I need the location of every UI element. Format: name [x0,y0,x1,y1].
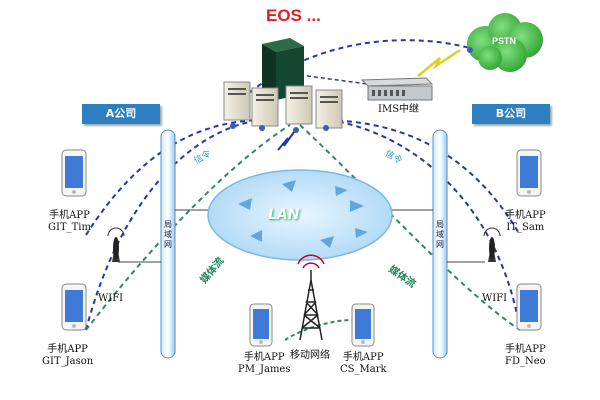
ims-rack [360,77,434,101]
phone-label-line2: GIT_Jason [42,356,94,367]
lan-cloud [207,169,393,261]
phone-label-line2: FD_Neo [505,356,546,367]
media-flow-right [299,124,521,331]
pstn-cloud [467,13,543,72]
phone-label-cs-mark: 手机APP CS_Mark [340,352,387,376]
company-a-tag: A公司 [82,104,160,124]
lan-vertical-label-a: 局域网 [164,220,172,249]
phone-label-fd-neo: 手机APP FD_Neo [505,344,546,368]
ims-label: IMS中继 [378,104,420,115]
signal-arc-outer-right [329,119,521,331]
phone-git-jason [61,283,87,331]
mobile-network-label: 移动网络 [290,350,330,361]
lightning-lan [277,131,295,151]
mobile-network-tower [297,254,325,341]
wifi-tower-b [483,227,501,262]
wifi-tower-a [107,227,125,262]
phone-label-line1: 手机APP [49,210,90,221]
lan-pipe-a [160,129,176,359]
phone-fd-neo [516,283,542,331]
phone-label-pm-james: 手机APP PM_James [238,352,290,376]
phone-label-line2: PM_James [238,364,291,375]
media-flow-mobile [284,319,353,341]
phone-label-line1: 手机APP [505,344,546,355]
lightning-pstn [417,48,461,77]
signal-to-ims [299,74,376,86]
phone-label-line2: GIT_Tim [48,222,91,233]
wifi-label-a: WIFI [98,293,124,304]
signal-arc-outer-left [85,119,261,331]
phone-cs-mark [351,303,375,347]
phone-label-git-tim: 手机APP GIT_Tim [48,210,91,234]
phone-label-line1: 手机APP [342,352,384,363]
phone-git-tim [61,149,87,197]
phone-label-it-sam: 手机APP IT_Sam [505,210,546,234]
wifi-label-b: WIFI [482,293,508,304]
phone-label-line2: IT_Sam [506,222,545,233]
phone-label-line1: 手机APP [243,352,285,363]
company-b-tag: B公司 [472,104,550,124]
media-flow-left [85,124,291,331]
phone-pm-james [249,303,273,347]
lan-pipe-b [432,129,448,359]
phone-label-git-jason: 手机APP GIT_Jason [42,344,93,368]
server-cluster [223,81,343,129]
lan-vertical-label-b: 局域网 [436,220,444,249]
pstn-label: PSTN [492,36,517,46]
phone-label-line1: 手机APP [505,210,546,221]
signal-to-pstn [229,39,471,111]
phone-label-line1: 手机APP [47,344,88,355]
signal-arc-right [319,119,521,236]
signal-arc-left [85,119,266,236]
phone-label-line2: CS_Mark [340,364,387,375]
phone-it-sam [516,149,542,197]
lock-icons [230,47,473,133]
lan-arrows [238,180,368,248]
eos-title: EOS ... [266,6,321,25]
lan-label: LAN [268,207,300,223]
